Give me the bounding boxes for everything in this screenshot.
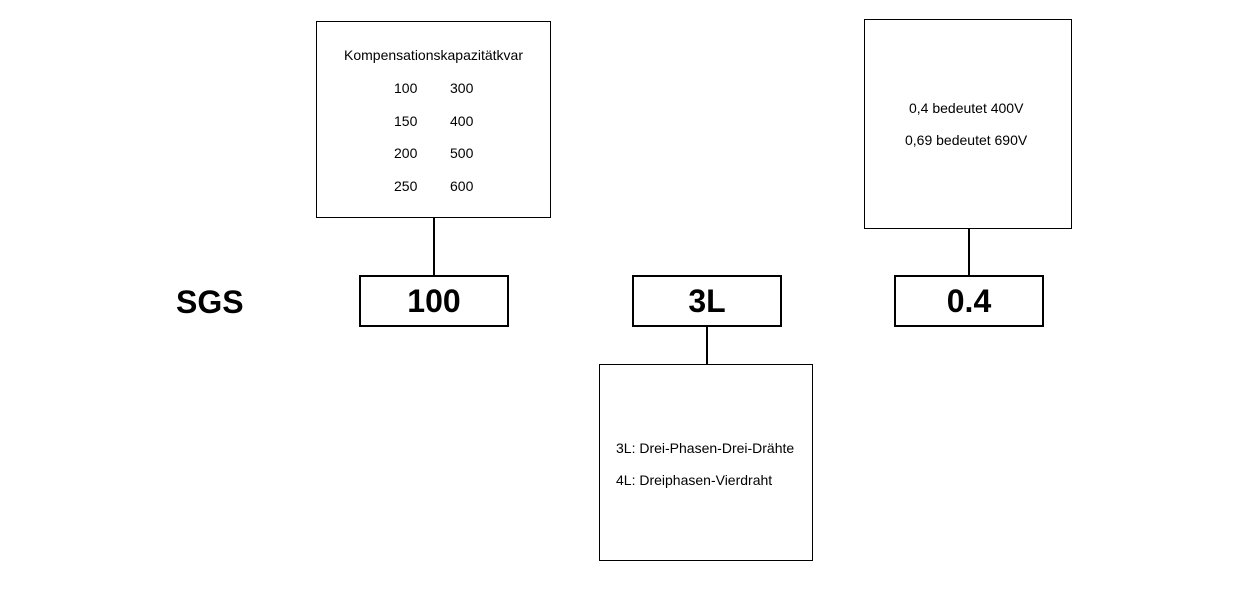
voltage-code-box: 0.4 <box>894 275 1044 327</box>
capacity-value: 400 <box>450 112 474 129</box>
capacity-value: 300 <box>450 80 474 96</box>
capacity-code-box: 100 <box>359 275 509 327</box>
capacity-row: 100 300 <box>394 80 506 113</box>
capacity-connector-line <box>433 218 435 276</box>
capacity-value: 200 <box>394 145 418 161</box>
model-prefix: SGS <box>176 284 244 320</box>
capacity-row: 150 400 <box>394 113 506 146</box>
voltage-connector-line <box>968 229 970 276</box>
wiring-description-box: 3L: Drei-Phasen-Drei-Drähte 4L: Dreiphas… <box>599 364 813 561</box>
wiring-code-box: 3L <box>632 275 782 327</box>
wiring-connector-line <box>706 327 708 365</box>
capacity-description-box: Kompensationskapazitätkvar 100 300 150 4… <box>316 21 551 218</box>
capacity-value: 600 <box>450 177 474 194</box>
wiring-description-line: 4L: Dreiphasen-Vierdraht <box>616 472 773 488</box>
voltage-description-line: 0,69 bedeutet 690V <box>905 132 1028 148</box>
capacity-value: 500 <box>450 145 474 161</box>
capacity-row: 250 600 <box>394 178 506 211</box>
wiring-description-line: 3L: Drei-Phasen-Drei-Drähte <box>616 440 795 456</box>
voltage-description-line: 0,4 bedeutet 400V <box>909 100 1024 116</box>
capacity-value: 100 <box>394 80 418 96</box>
voltage-description-box: 0,4 bedeutet 400V 0,69 bedeutet 690V <box>864 19 1072 229</box>
capacity-row: 200 500 <box>394 145 506 178</box>
capacity-values-grid: 100 300 150 400 200 500 250 600 <box>394 80 506 210</box>
capacity-value: 250 <box>394 177 418 194</box>
capacity-value: 150 <box>394 112 418 129</box>
capacity-title: Kompensationskapazitätkvar <box>344 47 523 63</box>
